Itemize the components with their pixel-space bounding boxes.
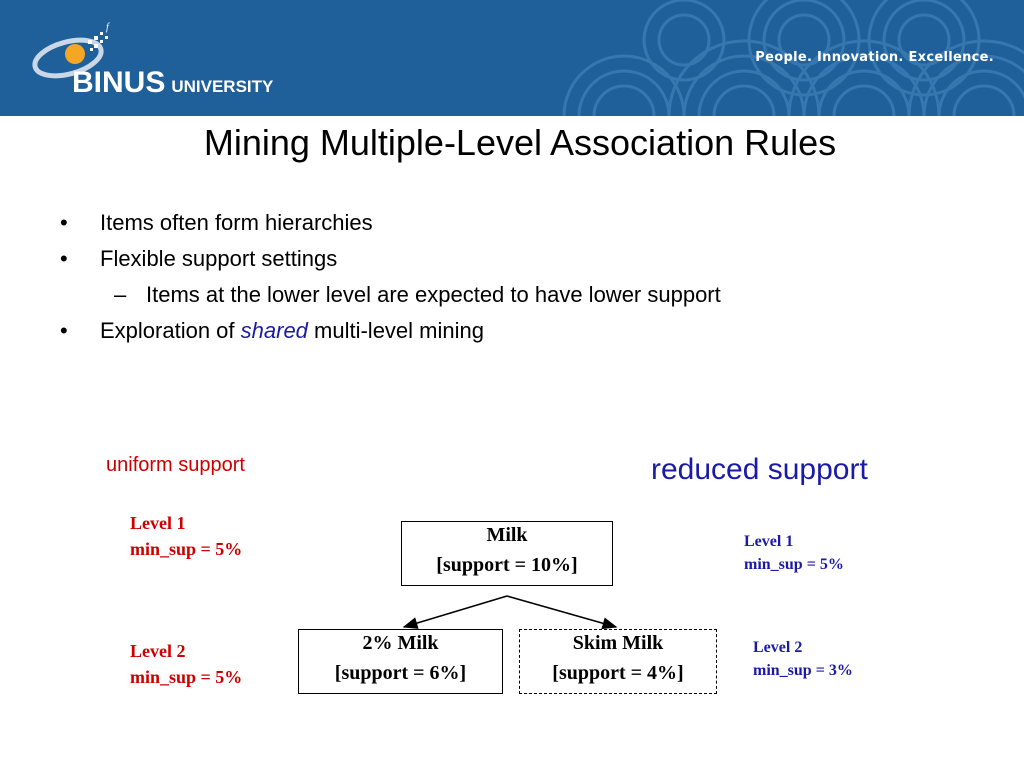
uniform-level-2: Level 2 min_sup = 5% (130, 638, 242, 690)
bullet-item: • Exploration of shared multi-level mini… (60, 313, 960, 349)
uniform-level-1: Level 1 min_sup = 5% (130, 510, 242, 562)
level-min-sup: min_sup = 5% (130, 667, 243, 687)
bullet-emphasis: shared (240, 318, 308, 343)
logo-brand: BINUS (72, 66, 166, 99)
bullet-mark: • (60, 210, 68, 235)
bullet-text-prefix: Exploration of (100, 318, 241, 343)
bullet-item: • Items often form hierarchies (60, 205, 960, 241)
logo-wordmark: BINUS UNIVERSITY (72, 66, 273, 100)
bullet-list: • Items often form hierarchies • Flexibl… (60, 205, 960, 349)
level-name: Level 1 (744, 533, 794, 550)
level-min-sup: min_sup = 5% (744, 556, 844, 573)
bullet-text: Flexible support settings (100, 246, 338, 271)
binus-logo-icon: f (32, 22, 110, 79)
sub-bullet-mark: – (114, 282, 127, 307)
arrow-to-skim-milk (506, 595, 618, 630)
svg-text:f: f (106, 22, 110, 33)
bullet-mark: • (60, 246, 68, 271)
level-min-sup: min_sup = 3% (753, 662, 853, 679)
arrow-to-2-milk (402, 595, 508, 629)
level-name: Level 1 (130, 513, 186, 533)
sub-bullet-text: Items at the lower level are expected to… (146, 282, 721, 307)
node-2-milk: 2% Milk [support = 6%] (298, 629, 503, 694)
node-name: Milk (486, 524, 528, 546)
sub-bullet-item: – Items at the lower level are expected … (60, 277, 960, 313)
node-name: Skim Milk (572, 632, 664, 654)
node-support: [support = 6%] (334, 662, 467, 684)
level-name: Level 2 (753, 639, 803, 656)
logo-suffix: UNIVERSITY (171, 77, 274, 96)
bullet-item: • Flexible support settings (60, 241, 960, 277)
level-min-sup: min_sup = 5% (130, 539, 243, 559)
slide-title: Mining Multiple-Level Association Rules (203, 122, 837, 163)
bullet-text-suffix: multi-level mining (307, 318, 484, 343)
uniform-support-label: uniform support (106, 454, 245, 476)
reduced-level-1: Level 1 min_sup = 5% (744, 530, 844, 576)
reduced-level-2: Level 2 min_sup = 3% (753, 636, 853, 682)
bullet-text: Items often form hierarchies (100, 210, 373, 235)
wave-pattern-icon (562, 0, 1024, 116)
reduced-support-label: reduced support (651, 453, 868, 486)
node-skim-milk: Skim Milk [support = 4%] (519, 629, 717, 694)
bullet-mark: • (60, 318, 68, 343)
node-milk: Milk [support = 10%] (401, 521, 613, 586)
node-name: 2% Milk (362, 632, 439, 654)
node-support: [support = 10%] (436, 554, 578, 576)
tagline: People. Innovation. Excellence. (755, 50, 994, 65)
level-name: Level 2 (130, 641, 186, 661)
node-support: [support = 4%] (552, 662, 684, 684)
header-banner: f BINUS UNIVERSITY People. Innovation. Ex… (0, 0, 1024, 116)
